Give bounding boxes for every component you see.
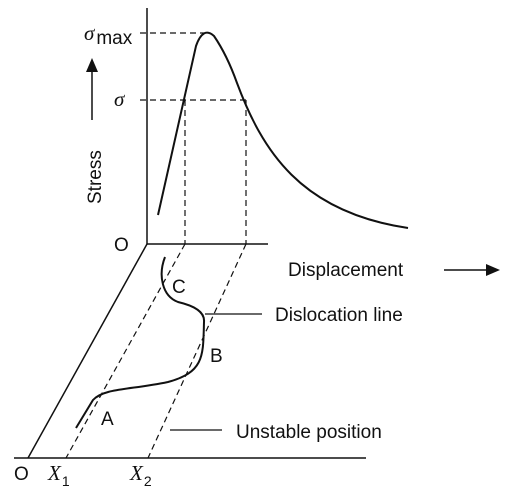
- stress-curve: [157, 31, 409, 229]
- displacement-arrow-head: [486, 264, 500, 276]
- unstable-position-label: Unstable position: [236, 422, 382, 443]
- displacement-label: Displacement: [288, 260, 404, 281]
- x1-projection-dash: [65, 243, 186, 459]
- slip-plane-left-edge: [27, 243, 148, 459]
- point-b-label: B: [210, 346, 223, 367]
- stress-arrow-head: [86, 58, 98, 72]
- point-c-label: C: [172, 277, 186, 298]
- x2-projection-dash: [147, 243, 247, 459]
- point-a-label: A: [101, 409, 114, 430]
- origin-top-label: O: [114, 235, 129, 256]
- x1-label: X1: [47, 461, 70, 489]
- dislocation-line-curve: [75, 256, 206, 429]
- x2-label: X2: [129, 461, 152, 489]
- sigma-label: σ: [114, 87, 126, 111]
- dislocation-line-label: Dislocation line: [275, 305, 403, 326]
- origin-bottom-label: O: [14, 464, 29, 485]
- stress-axis-label: Stress: [85, 150, 106, 204]
